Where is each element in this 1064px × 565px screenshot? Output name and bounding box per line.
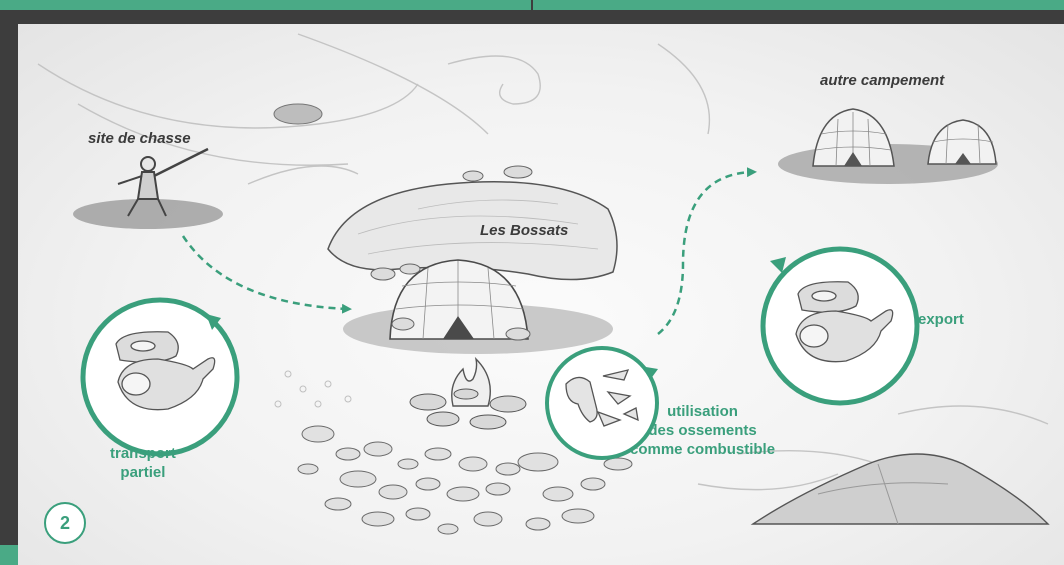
rock-shelter [328, 166, 617, 354]
hearth [410, 359, 526, 429]
label-export: export [918, 310, 964, 329]
label-partial-transport: transport partiel [110, 444, 176, 482]
illustration-canvas: site de chasse autre campement Les Bossa… [18, 24, 1064, 565]
partial-transport-circle [83, 300, 237, 454]
hunting-site [73, 149, 223, 229]
meat-icon [116, 332, 178, 363]
label-other-camp: autre campement [820, 72, 944, 89]
scene-svg [18, 24, 1064, 565]
top-separator-tick [531, 0, 533, 10]
figure-number-badge: 2 [44, 502, 86, 544]
side-accent-block [0, 545, 18, 565]
label-partial-transport-line1: transport [110, 444, 176, 463]
label-hunting-site: site de chasse [88, 130, 191, 147]
arrow-site-to-camp [658, 172, 753, 334]
label-les-bossats: Les Bossats [480, 222, 568, 239]
label-bone-fuel-line3: comme combustible [630, 440, 775, 459]
arrow-hunt-to-site [183, 236, 348, 309]
label-partial-transport-line2: partiel [110, 463, 176, 482]
export-circle [763, 249, 917, 403]
drifting-rock [274, 104, 322, 124]
other-camp [778, 109, 998, 184]
label-bone-fuel-line1: utilisation [630, 402, 775, 421]
stone-dots [275, 371, 351, 407]
label-bone-fuel: utilisation des ossements comme combusti… [630, 402, 775, 459]
label-bone-fuel-line2: des ossements [630, 421, 775, 440]
meat-icon [798, 282, 858, 313]
rock-pile [753, 454, 1048, 524]
